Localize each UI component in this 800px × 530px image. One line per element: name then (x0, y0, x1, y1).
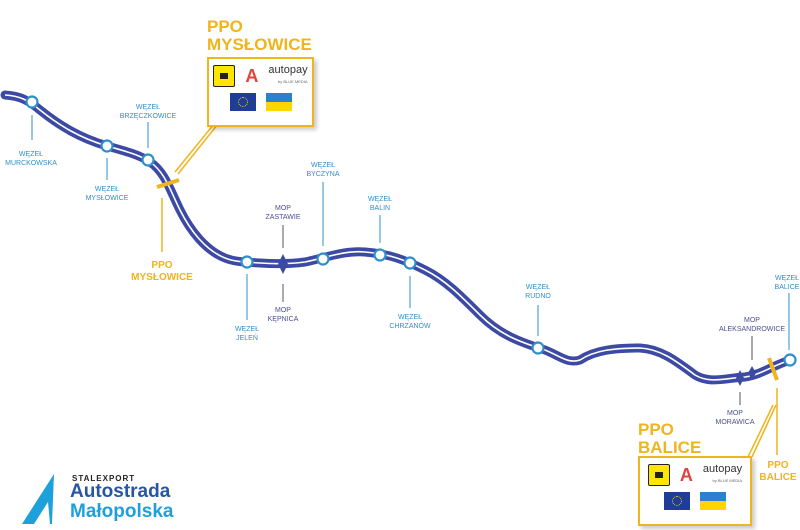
label-line: JELEŃ (236, 335, 258, 342)
label-wezel-jelen: WĘZEŁ JELEŃ (235, 325, 259, 343)
video-toll-icon (647, 464, 670, 486)
callout-ppo-balice: A autopay by BLUE MEDIA (638, 456, 752, 526)
title-line: MYSŁOWICE (207, 35, 312, 54)
label-line: MORAWICA (715, 419, 755, 426)
label-line: MOP (727, 410, 743, 417)
autopay-wordmark: autopay by BLUE MEDIA (703, 464, 742, 486)
label-mop-morawica: MOP MORAWICA (715, 409, 754, 427)
autopay-subtext: by BLUE MEDIA (278, 79, 308, 84)
mop-marker-morawica[interactable] (736, 370, 744, 386)
toll-gates (156, 178, 779, 381)
label-line: RUDNO (525, 293, 551, 300)
junction-marker-balice[interactable] (783, 353, 797, 367)
mop-markers (278, 254, 756, 386)
label-line: KĘPNICA (267, 316, 299, 323)
label-line: ALEKSANDROWICE (718, 326, 786, 333)
junction-marker-balin[interactable] (373, 248, 387, 262)
label-line: MOP (744, 317, 760, 324)
junction-markers (25, 95, 797, 367)
label-wezel-chrzanow: WĘZEŁ CHRZANÓW (389, 313, 430, 331)
mop-marker-aleksandrowice[interactable] (748, 366, 756, 380)
label-line: BALIN (369, 205, 391, 212)
junction-marker-myslowice[interactable] (100, 139, 114, 153)
toll-gate-myslowice[interactable] (156, 178, 180, 189)
label-line: ZASTAWIE (265, 214, 301, 221)
label-wezel-murckowska: WĘZEŁ MURCKOWSKA (5, 150, 57, 168)
label-line: WĘZEŁ (94, 186, 120, 193)
logo-line-2: Małopolska (70, 501, 174, 522)
label-wezel-byczyna: WĘZEŁ BYCZYNA (306, 161, 339, 179)
label-line: WĘZEŁ (310, 162, 336, 169)
label-mop-zastawie: MOP ZASTAWIE (266, 204, 301, 222)
label-line: CHRZANÓW (389, 323, 431, 330)
autopay-wordmark: autopay by BLUE MEDIA (268, 65, 307, 87)
label-line: WĘZEŁ (774, 275, 800, 282)
label-line: BYCZYNA (306, 171, 340, 178)
label-line: MYSŁOWICE (85, 195, 129, 202)
label-line: WĘZEŁ (397, 314, 423, 321)
label-line: WĘZEŁ (135, 104, 161, 111)
label-line: MOP (275, 205, 291, 212)
label-wezel-rudno: WĘZEŁ RUDNO (525, 283, 551, 301)
label-line: BALICE (774, 284, 800, 291)
label-line: WĘZEŁ (525, 284, 551, 291)
ukraine-flag-icon (700, 492, 726, 510)
callout-ppo-myslowice: A autopay by BLUE MEDIA (207, 57, 314, 127)
eu-flag-icon (229, 93, 256, 111)
label-wezel-balin: WĘZEŁ BALIN (368, 195, 392, 213)
junction-marker-rudno[interactable] (531, 341, 545, 355)
title-line: PPO (638, 420, 674, 439)
label-wezel-brzeczkowice: WĘZEŁ BRZĘCZKOWICE (120, 103, 176, 121)
logo-line-1: Autostrada (70, 481, 171, 502)
junction-marker-jelen[interactable] (240, 255, 254, 269)
label-line: WĘZEŁ (234, 326, 260, 333)
title-line: BALICE (638, 438, 702, 457)
label-line: PPO (151, 260, 173, 271)
ppo-leaders (161, 123, 778, 458)
ukraine-flag-icon (265, 93, 292, 111)
road-outline (0, 90, 795, 385)
label-wezel-balice: WĘZEŁ BALICE (775, 274, 800, 292)
label-line: PPO (767, 460, 789, 471)
junction-marker-byczyna[interactable] (316, 252, 330, 266)
autopay-subtext: by BLUE MEDIA (712, 478, 743, 483)
road-logo-icon (22, 474, 54, 524)
label-line: MURCKOWSKA (5, 160, 57, 167)
label-line: WĘZEŁ (18, 151, 44, 158)
junction-marker-chrzanow[interactable] (403, 256, 417, 270)
label-wezel-myslowice: WĘZEŁ MYSŁOWICE (86, 185, 129, 203)
label-mop-kepnica: MOP KĘPNICA (268, 306, 299, 324)
toll-gate-balice[interactable] (767, 357, 779, 381)
autopay-logo: A (679, 465, 693, 485)
title-line: PPO (207, 17, 243, 36)
mop-leaders (282, 225, 753, 405)
junction-marker-brzeczkowice[interactable] (141, 153, 155, 167)
route (0, 90, 795, 385)
eu-flag-icon (664, 492, 690, 510)
label-line: MOP (275, 307, 291, 314)
road-centerline (4, 94, 791, 381)
junction-marker-murckowska[interactable] (25, 95, 39, 109)
label-mop-aleksandrowice: MOP ALEKSANDROWICE (719, 316, 785, 334)
autopay-logo: A (245, 66, 259, 86)
autopay-text: autopay (268, 64, 308, 76)
video-toll-icon (213, 65, 236, 87)
label-line: WĘZEŁ (367, 196, 393, 203)
label-line: BRZĘCZKOWICE (119, 113, 177, 120)
mop-marker-zastawie-kepnica[interactable] (278, 254, 288, 274)
label-line: MYSŁOWICE (131, 272, 193, 283)
label-line: BALICE (759, 472, 797, 483)
autopay-text: autopay (702, 463, 743, 475)
logo-brand: STALEXPORT (72, 474, 136, 483)
junction-leaders (31, 115, 790, 350)
